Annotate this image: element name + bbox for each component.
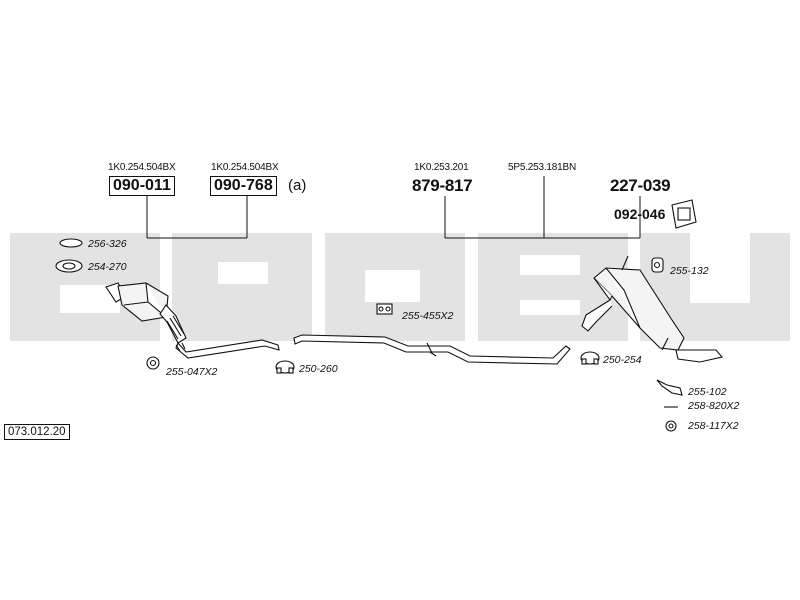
label-clamp-rear: 250-254 <box>603 354 642 366</box>
mounting-kit-icon <box>671 199 697 229</box>
part-number-rear[interactable]: 227-039 <box>610 176 671 195</box>
label-rubber-front: 255-047X2 <box>166 366 218 378</box>
label-rubber-rear: 255-132 <box>670 265 709 277</box>
part-number-mid[interactable]: 879-817 <box>412 176 473 195</box>
part-number-cat-a[interactable]: 090-011 <box>109 176 175 196</box>
gasket-icon <box>59 238 83 248</box>
middle-pipe-icon <box>293 334 571 365</box>
part-number-cat-b[interactable]: 090-768 <box>210 176 277 196</box>
gasket-flange-icon <box>55 259 83 273</box>
bracket-icon <box>656 379 683 396</box>
rubber-mount-icon <box>146 356 160 370</box>
part-suffix-cat-b: (a) <box>288 177 307 194</box>
label-hanger-mid: 255-455X2 <box>402 310 454 322</box>
rear-silencer-icon <box>581 255 724 363</box>
hanger-icon <box>376 303 393 315</box>
catalytic-converter-icon <box>105 282 187 344</box>
front-hanger-icon <box>175 342 186 352</box>
oem-label-cat-b: 1K0.254.504BX <box>211 162 279 173</box>
reference-number: 073.012.20 <box>4 424 70 440</box>
clamp-icon <box>275 360 295 374</box>
label-bracket-rear: 255-102 <box>688 386 727 398</box>
label-clamp-front: 250-260 <box>299 363 338 375</box>
label-bolt-rear: 258-820X2 <box>688 400 740 412</box>
front-pipe-icon <box>175 339 280 359</box>
label-gasket-2: 254-270 <box>88 261 127 273</box>
oem-label-rear: 5P5.253.181BN <box>508 162 577 173</box>
label-gasket-1: 256-326 <box>88 238 127 250</box>
label-washer-rear: 258-117X2 <box>688 420 739 432</box>
rubber-rear-icon <box>651 257 664 273</box>
mid-hanger-icon <box>426 342 437 357</box>
washer-icon <box>665 420 677 432</box>
oem-label-cat-a: 1K0.254.504BX <box>108 162 176 173</box>
oem-label-mid: 1K0.253.201 <box>414 162 469 173</box>
clamp-rear-icon <box>580 351 600 365</box>
part-number-rear-kit[interactable]: 092-046 <box>614 206 666 222</box>
